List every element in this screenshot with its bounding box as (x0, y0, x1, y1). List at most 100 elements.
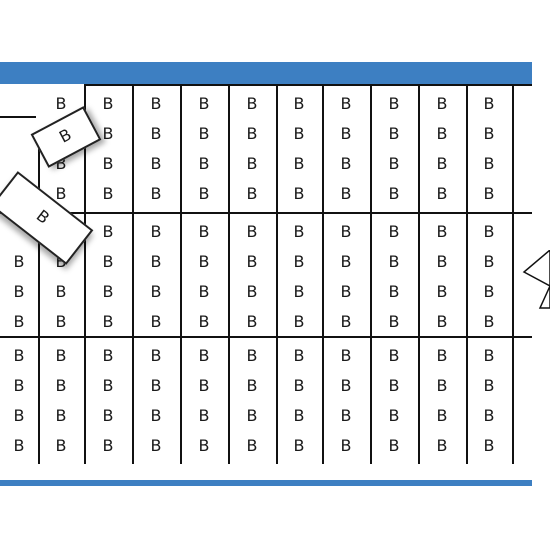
marker-letter: B (388, 312, 400, 331)
row-divider (0, 212, 532, 214)
marker-letter: B (150, 94, 162, 113)
marker-letter: B (436, 124, 448, 143)
row-divider (0, 116, 36, 118)
marker-letter: B (340, 154, 352, 173)
marker-letter: B (340, 376, 352, 395)
marker-letter: B (483, 436, 495, 455)
marker-sheet-surface (0, 84, 532, 480)
marker-letter: B (246, 376, 258, 395)
marker-letter: B (436, 154, 448, 173)
marker-letter: B (198, 124, 210, 143)
marker-letter: B (55, 346, 67, 365)
marker-letter: B (388, 94, 400, 113)
marker-letter: B (388, 252, 400, 271)
marker-letter: B (13, 312, 25, 331)
marker-letter: B (293, 376, 305, 395)
marker-letter: B (13, 376, 25, 395)
marker-letter: B (483, 376, 495, 395)
marker-letter: B (246, 124, 258, 143)
marker-letter: B (293, 184, 305, 203)
marker-letter: B (436, 222, 448, 241)
marker-letter: B (388, 406, 400, 425)
marker-letter: B (340, 312, 352, 331)
marker-letter: B (246, 222, 258, 241)
marker-letter: B (388, 222, 400, 241)
marker-letter: B (388, 346, 400, 365)
marker-letter: B (388, 124, 400, 143)
marker-letter: B (340, 222, 352, 241)
marker-letter: B (102, 222, 114, 241)
column-divider (132, 84, 134, 464)
marker-letter: B (293, 436, 305, 455)
marker-letter: B (102, 346, 114, 365)
marker-letter: B (293, 282, 305, 301)
marker-letter: B (198, 376, 210, 395)
peeled-marker-letter: B (55, 124, 75, 147)
marker-letter: B (436, 282, 448, 301)
peeled-marker-letter: B (32, 205, 54, 228)
column-divider (512, 84, 514, 464)
marker-letter: B (246, 252, 258, 271)
marker-letter: B (436, 184, 448, 203)
marker-letter: B (198, 184, 210, 203)
marker-letter: B (13, 282, 25, 301)
column-divider (84, 84, 86, 464)
marker-letter: B (293, 222, 305, 241)
row-divider (0, 336, 532, 338)
marker-letter: B (150, 406, 162, 425)
marker-letter: B (388, 184, 400, 203)
marker-letter: B (150, 154, 162, 173)
marker-letter: B (150, 312, 162, 331)
marker-letter: B (55, 154, 67, 173)
marker-letter: B (483, 222, 495, 241)
marker-letter: B (55, 406, 67, 425)
marker-letter: B (102, 282, 114, 301)
marker-letter: B (246, 406, 258, 425)
column-divider (466, 84, 468, 464)
marker-letter: B (483, 124, 495, 143)
marker-letter: B (483, 252, 495, 271)
marker-letter: B (340, 436, 352, 455)
marker-letter: B (198, 282, 210, 301)
marker-letter: B (246, 94, 258, 113)
marker-letter: B (293, 94, 305, 113)
sheet-notch (522, 250, 550, 309)
marker-letter: B (102, 376, 114, 395)
marker-letter: B (55, 184, 67, 203)
marker-letter: B (246, 346, 258, 365)
marker-letter: B (293, 124, 305, 143)
row-divider (84, 84, 532, 86)
column-divider (228, 84, 230, 464)
marker-letter: B (436, 252, 448, 271)
marker-letter: B (13, 346, 25, 365)
marker-letter: B (198, 252, 210, 271)
column-divider (418, 84, 420, 464)
column-divider (322, 84, 324, 464)
marker-letter: B (388, 154, 400, 173)
marker-letter: B (340, 124, 352, 143)
marker-letter: B (388, 282, 400, 301)
marker-letter: B (102, 124, 114, 143)
marker-letter: B (102, 312, 114, 331)
marker-letter: B (483, 346, 495, 365)
marker-letter: B (55, 312, 67, 331)
marker-letter: B (436, 376, 448, 395)
marker-letter: B (340, 94, 352, 113)
marker-letter: B (436, 436, 448, 455)
marker-letter: B (150, 376, 162, 395)
marker-letter: B (198, 436, 210, 455)
column-divider (180, 84, 182, 464)
marker-letter: B (388, 376, 400, 395)
marker-letter: B (436, 346, 448, 365)
marker-letter: B (150, 346, 162, 365)
marker-letter: B (55, 282, 67, 301)
marker-letter: B (198, 312, 210, 331)
marker-letter: B (483, 282, 495, 301)
marker-letter: B (55, 94, 67, 113)
marker-letter: B (150, 222, 162, 241)
marker-letter: B (102, 252, 114, 271)
marker-letter: B (13, 436, 25, 455)
column-divider (370, 84, 372, 464)
